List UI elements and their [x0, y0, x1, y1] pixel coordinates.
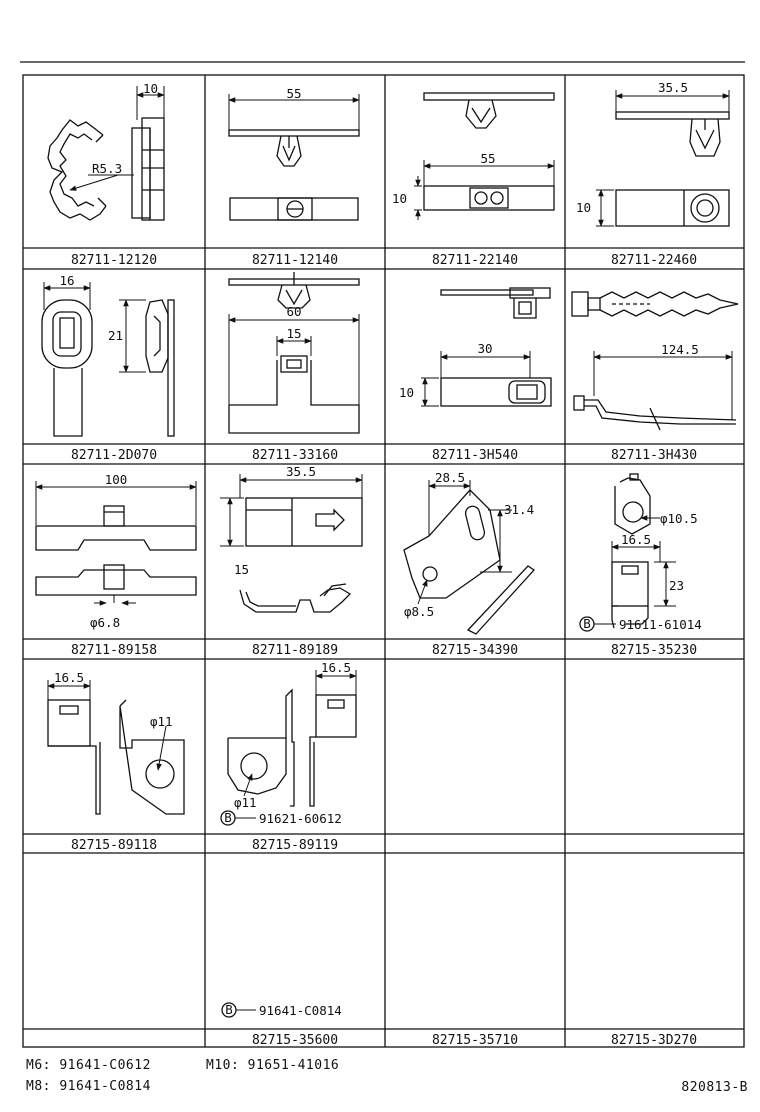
dim-label: 16.5: [321, 660, 351, 675]
bolt-marker: B: [224, 810, 232, 825]
dim-label: 10: [143, 81, 158, 96]
bracket-drawing: [579, 473, 676, 632]
clip-drawing: [421, 287, 552, 407]
part-label: 82715-35230: [611, 643, 697, 658]
dim-label: 10: [399, 385, 414, 400]
dim-label: 124.5: [661, 342, 699, 357]
dim-label: 60: [286, 304, 301, 319]
bolt-size: M8: [26, 1079, 43, 1094]
dim-label: φ8.5: [404, 604, 434, 619]
dim-label: φ11: [150, 714, 173, 729]
dim-label: 16.5: [621, 532, 651, 547]
clip-drawing: [41, 282, 175, 437]
part-label: 82711-3H430: [611, 448, 697, 463]
part-labels: 82711-12120 82711-12140 82711-22140 8271…: [71, 253, 697, 1048]
dim-label: 23: [669, 578, 684, 593]
part-label: 82711-89158: [71, 643, 157, 658]
dim-label: 15: [286, 326, 301, 341]
clip-drawing: [228, 272, 360, 434]
clip-drawing: [596, 90, 730, 227]
bolt-part: 91611-61014: [619, 617, 702, 632]
dim-label: 100: [105, 472, 128, 487]
separator: :: [230, 1058, 248, 1073]
part-label: 82715-3D270: [611, 1033, 697, 1048]
clip-drawing: [228, 94, 360, 221]
bolt-part: 91651-41016: [247, 1058, 340, 1073]
bolt-marker: B: [225, 1002, 233, 1017]
clip-drawing: [220, 474, 363, 613]
dim-label: 30: [477, 341, 492, 356]
dim-label: φ10.5: [660, 511, 698, 526]
clip-drawing: [35, 481, 197, 606]
part-label: 82711-22460: [611, 253, 697, 268]
bolt-part: 91641-C0814: [259, 1003, 342, 1018]
part-label: 82715-35710: [432, 1033, 518, 1048]
clip-drawing: [571, 291, 739, 431]
dim-label: φ11: [234, 795, 257, 810]
part-label: 82715-89119: [252, 838, 338, 853]
dim-label: 10: [576, 200, 591, 215]
part-label: 82711-12140: [252, 253, 338, 268]
dim-label: 16.5: [54, 670, 84, 685]
bolt-part: 91641-C0612: [59, 1058, 151, 1073]
part-label: 82711-33160: [252, 448, 338, 463]
dim-label: 15: [234, 562, 249, 577]
part-label: 82715-34390: [432, 643, 518, 658]
part-label: 82715-89118: [71, 838, 157, 853]
separator: :: [42, 1058, 60, 1073]
clip-drawing: [47, 86, 165, 221]
diagram-code: 820813-B: [681, 1080, 748, 1095]
bolt-legend-m8: M8: 91641-C0814: [26, 1079, 151, 1094]
bolt-legend-m10: M10: 91651-41016: [206, 1058, 339, 1073]
dim-label: 55: [480, 151, 495, 166]
dim-label: 21: [108, 328, 123, 343]
bracket-drawing: [403, 480, 535, 635]
dim-label: 28.5: [435, 470, 465, 485]
dim-label: 31.4: [504, 502, 534, 517]
bracket-drawing: [220, 670, 357, 826]
part-label: 82711-89189: [252, 643, 338, 658]
dim-label: R5.3: [92, 161, 122, 176]
part-label: 82715-35600: [252, 1033, 338, 1048]
bolt-size: M10: [206, 1058, 231, 1073]
part-label: 82711-22140: [432, 253, 518, 268]
bolt-callout: [221, 1002, 256, 1018]
part-label: 82711-3H540: [432, 448, 518, 463]
dim-label: 35.5: [286, 464, 316, 479]
clip-drawing: [414, 92, 555, 220]
bolt-legend-m6: M6: 91641-C0612: [26, 1058, 151, 1073]
bracket-drawing: [47, 680, 185, 815]
dim-label: 16: [59, 273, 74, 288]
dim-label: 35.5: [658, 80, 688, 95]
dim-label: φ6.8: [90, 615, 120, 630]
bolt-size: M6: [26, 1058, 43, 1073]
dim-label: 10: [392, 191, 407, 206]
dim-label: 55: [286, 86, 301, 101]
bolt-marker: B: [583, 616, 591, 631]
part-label: 82711-12120: [71, 253, 157, 268]
grid: [20, 61, 745, 1048]
part-label: 82711-2D070: [71, 448, 157, 463]
separator: :: [42, 1079, 60, 1094]
bolt-part: 91621-60612: [259, 811, 342, 826]
bolt-part: 91641-C0814: [59, 1079, 151, 1094]
